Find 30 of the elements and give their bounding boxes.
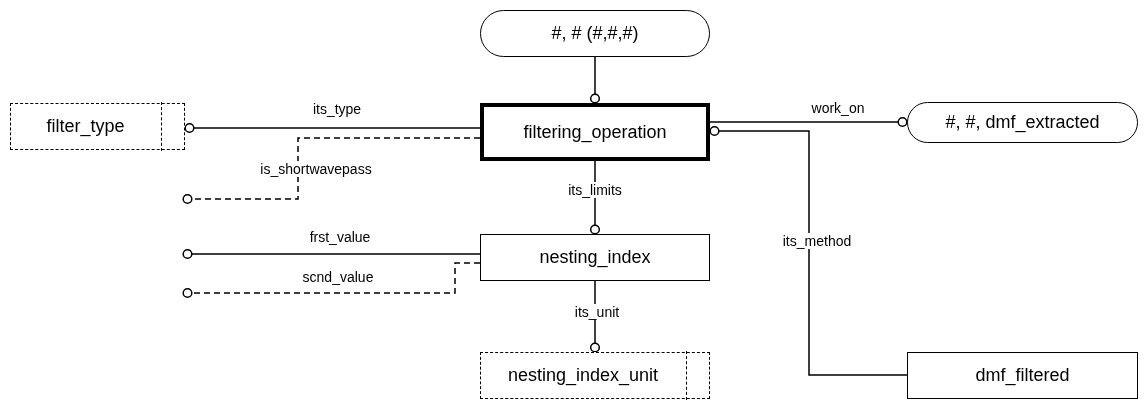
edge-label: is_shortwavepass [259, 161, 373, 177]
reference-pill [907, 102, 1138, 143]
node-label: nesting_index [539, 247, 651, 268]
entity-box [907, 352, 1138, 399]
relationship-line [589, 160, 601, 235]
relationship-line [184, 122, 481, 134]
edge-label: scnd_value [301, 269, 375, 285]
relationship-line [182, 262, 481, 299]
edge-label: its_type [311, 101, 363, 117]
relationship-line [589, 56, 601, 104]
relationship-line [182, 248, 481, 260]
type-box [480, 352, 710, 399]
node-label: dmf_filtered [975, 365, 1070, 386]
edge-label: its_limits [567, 182, 623, 198]
type-box [10, 103, 185, 150]
relationship-line [182, 137, 481, 205]
relationship-line [709, 116, 908, 128]
node-label: #, # (#,#,#) [551, 23, 639, 44]
relationship-line [709, 125, 908, 376]
node-label: nesting_index_unit [507, 365, 659, 386]
node-label: #, #, dmf_extracted [945, 112, 1100, 133]
edge-label: its_method [781, 233, 853, 249]
reference-pill [480, 10, 710, 57]
node-label: filtering_operation [523, 121, 667, 143]
edge-label: its_unit [573, 304, 621, 320]
entity-box [480, 103, 710, 161]
node-label: filter_type [46, 116, 125, 137]
edge-label: frst_value [308, 229, 372, 245]
entity-box [480, 234, 710, 281]
edge-label: work_on [810, 100, 866, 116]
